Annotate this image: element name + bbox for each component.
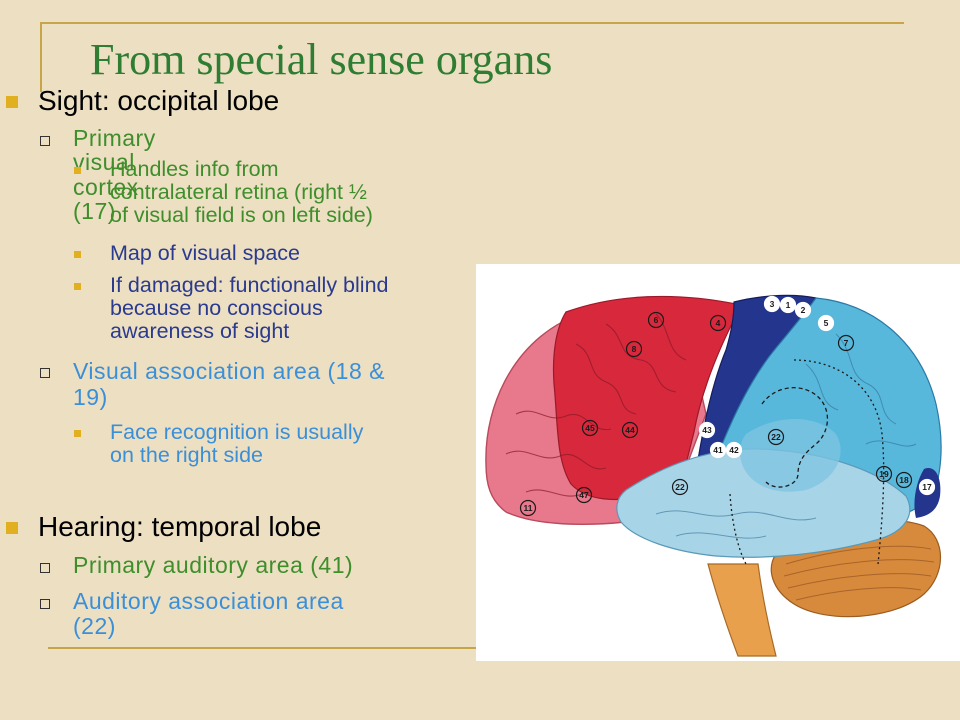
cerebrum-auditory-association [739, 419, 841, 492]
area-marker-3: 3 [763, 295, 781, 313]
bullet-line: on the right side [110, 442, 263, 467]
brain-svg: 3 1 2 4 5 6 7 8 [485, 294, 942, 657]
dashed-boundary-3 [729, 493, 747, 565]
bullet-line: 19) [73, 384, 108, 411]
svg-text:43: 43 [702, 425, 712, 435]
area-marker-45: 45 [581, 419, 599, 437]
bullet-line: contralateral retina (right ½ [110, 179, 367, 204]
bullet-marker [6, 96, 18, 108]
bullet-primary-auditory-text: Primary auditory area (41) [73, 552, 354, 578]
area-marker-47: 47 [575, 486, 593, 504]
bullet-map-visual-space-text: Map of visual space [110, 241, 301, 265]
brain-blue-gyri [655, 333, 917, 539]
bullet-marker [74, 430, 81, 437]
area-marker-4: 4 [709, 314, 727, 332]
svg-text:11: 11 [524, 503, 533, 513]
bullet-marker [40, 599, 50, 609]
svg-text:4: 4 [716, 318, 721, 328]
bullet-line: Auditory association area [73, 588, 344, 614]
svg-text:44: 44 [625, 425, 635, 435]
bullet-line: Visual association area (18 & [73, 358, 385, 384]
svg-text:5: 5 [824, 318, 829, 328]
bullet-list: Sight: occipital lobe Primary visual cor… [0, 0, 470, 720]
bullet-line: awareness of sight [110, 318, 290, 343]
bullet-line: Face recognition is usually [110, 420, 364, 444]
slide-title: From special sense organs [90, 35, 553, 84]
area-marker-44: 44 [621, 421, 639, 439]
bullet-hearing-text: Hearing: temporal lobe [38, 511, 322, 542]
bullet-auditory-association-text: Auditory association area (22) [73, 588, 344, 640]
svg-text:7: 7 [844, 338, 849, 348]
bullet-line: (22) [73, 613, 116, 640]
area-marker-7: 7 [837, 334, 855, 352]
brainstem-shape [707, 563, 777, 657]
area-marker-17: 17 [918, 478, 936, 496]
svg-text:1: 1 [786, 300, 791, 310]
dashed-boundary-1 [761, 387, 829, 488]
svg-text:45: 45 [585, 423, 595, 433]
area-marker-22-lower: 22 [671, 478, 689, 496]
dashed-boundary-2 [793, 359, 885, 565]
area-marker-18: 18 [895, 471, 913, 489]
frame-left-rule [40, 22, 42, 92]
svg-text:2: 2 [801, 305, 806, 315]
area-marker-11: 11 [519, 499, 537, 517]
cerebellum-folds [783, 545, 935, 601]
bullet-line: Handles info from [110, 157, 279, 181]
area-marker-19: 19 [875, 465, 893, 483]
area-marker-43: 43 [698, 421, 716, 439]
bullet-marker [40, 368, 50, 378]
svg-text:17: 17 [922, 482, 932, 492]
frame-top-rule [40, 22, 904, 24]
svg-text:3: 3 [770, 299, 775, 309]
area-marker-1: 1 [779, 296, 797, 314]
area-marker-22-upper: 22 [767, 428, 785, 446]
svg-text:41: 41 [713, 445, 723, 455]
area-marker-5: 5 [817, 314, 835, 332]
area-marker-42: 42 [725, 441, 743, 459]
bullet-sight-text: Sight: occipital lobe [38, 85, 280, 116]
area-marker-41: 41 [709, 441, 727, 459]
bullet-visual-association-text: Visual association area (18 & 19) [73, 358, 385, 411]
svg-text:18: 18 [899, 475, 909, 485]
bullet-marker [40, 136, 50, 146]
bullet-marker [74, 283, 81, 290]
svg-text:42: 42 [729, 445, 739, 455]
bullet-line: because no conscious [110, 295, 323, 320]
bullet-line: of visual field is on left side) [110, 202, 373, 227]
frame-bottom-rule [48, 647, 478, 649]
bullet-marker [6, 522, 18, 534]
svg-text:19: 19 [879, 469, 889, 479]
area-marker-8: 8 [625, 340, 643, 358]
bullet-face-recognition-text: Face recognition is usually on the right… [110, 421, 363, 467]
area-marker-6: 6 [647, 311, 665, 329]
bullet-primary-visual-cortex-text: Primary visual cortex (17) [73, 125, 156, 225]
bullet-marker [74, 167, 81, 174]
svg-text:22: 22 [675, 482, 685, 492]
bullet-contralateral-retina-text: Handles info from contralateral retina (… [110, 158, 373, 226]
brain-illustration: 3 1 2 4 5 6 7 8 [476, 264, 960, 661]
bullet-if-damaged-text: If damaged: functionally blind because n… [110, 274, 388, 342]
svg-text:22: 22 [771, 432, 781, 442]
svg-text:8: 8 [632, 344, 637, 354]
bullet-marker [74, 251, 81, 258]
bullet-marker [40, 563, 50, 573]
svg-text:47: 47 [579, 490, 589, 500]
svg-text:6: 6 [654, 315, 659, 325]
bullet-line: If damaged: functionally blind [110, 273, 389, 297]
area-marker-2: 2 [794, 301, 812, 319]
